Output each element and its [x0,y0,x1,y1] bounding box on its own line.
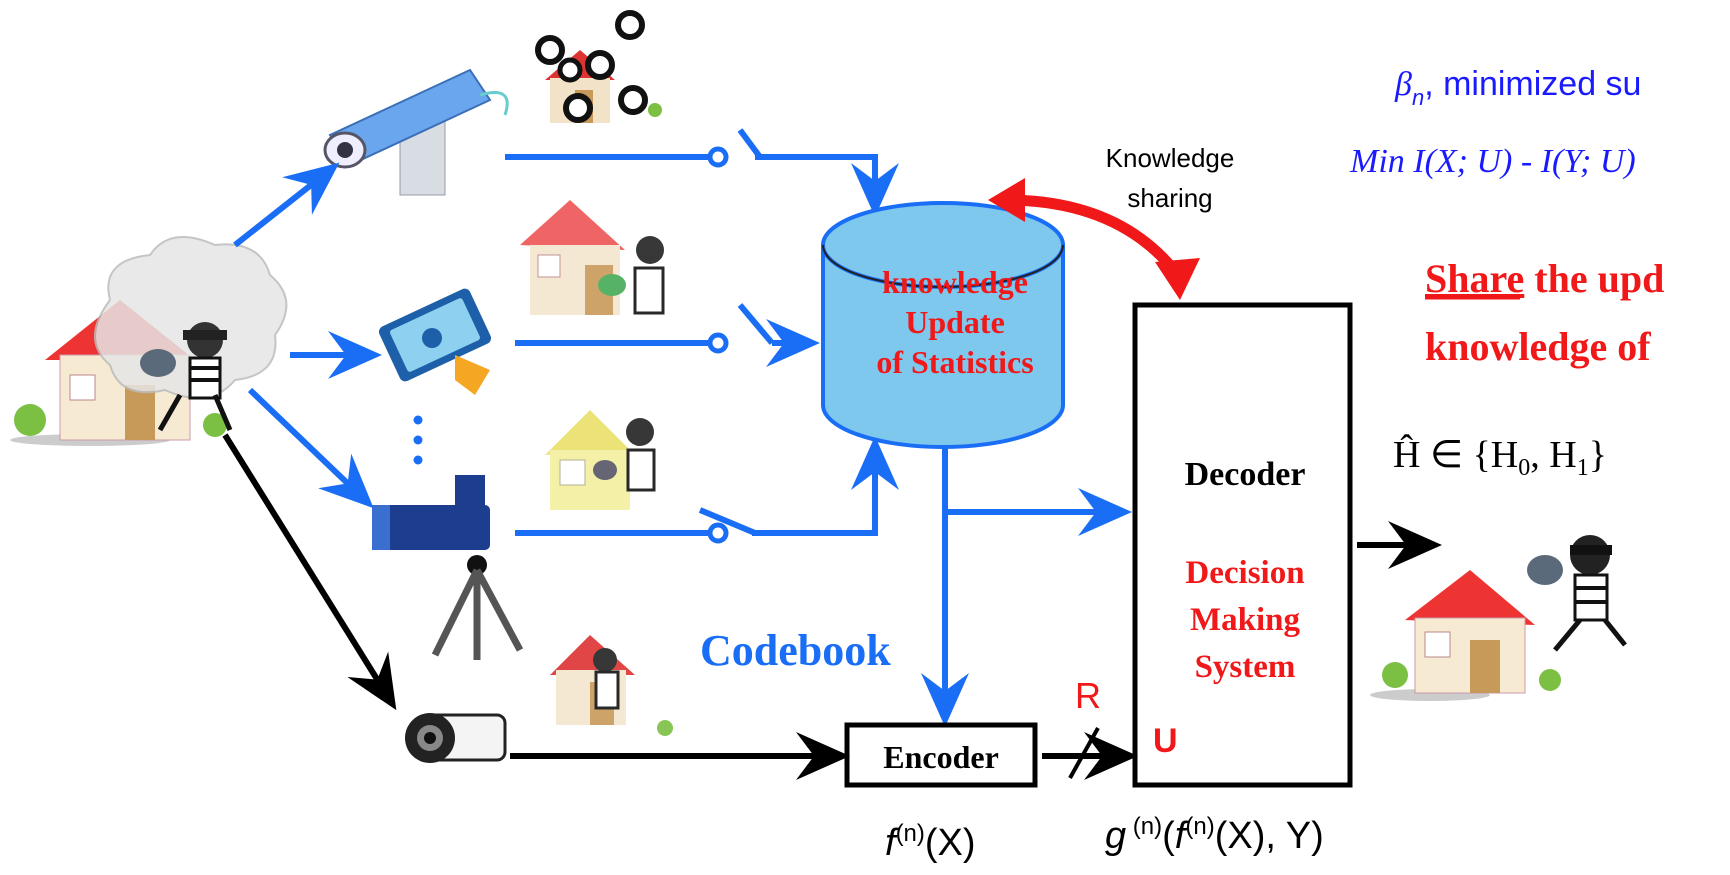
bullet-camera-icon [405,713,507,763]
scene-4-illustration [550,635,673,736]
decoder-box [1132,302,1353,788]
scene-2-illustration [520,200,665,315]
database-line-2: Update [905,304,1005,340]
beta-symbol: β [1394,66,1412,103]
hypothesis-decision: Ĥ ∈ {H0, H1} [1393,434,1607,481]
hypothesis-close: } [1589,434,1607,476]
tablet-camera-icon [378,288,492,395]
decoder-fn-g: g [1105,815,1126,857]
rate-label: R [1075,675,1101,716]
database-line-1: knowledge [882,264,1028,300]
cctv-camera-icon [323,68,509,196]
decoder-line-1: Decision [1185,555,1304,591]
scene-1-illustration [535,10,662,123]
more-sensors-dots [413,415,423,465]
encoder-fn-arg: (X) [925,822,976,864]
encoder-fn-sup: (n) [896,820,925,847]
decoder-fn-open: ( [1162,815,1175,857]
knowledge-sharing-arrow [988,178,1200,300]
scene-3-illustration [545,410,656,510]
tripod-camera-icon [372,475,524,660]
decoder-u-label: U [1153,722,1178,760]
rate-slash [1068,727,1100,779]
beta-rest: , minimized su [1424,65,1641,103]
h0-subscript: 0 [1518,455,1530,481]
decoder-title: Decoder [1185,456,1306,493]
share-word: Share [1425,256,1524,301]
codebook-label: Codebook [700,626,891,675]
switch-line-2 [515,303,820,367]
arrow-to-tripod [247,387,374,509]
arrow-to-cctv [233,162,340,248]
hypothesis-mid: , H [1530,434,1576,476]
decoder-function: g (n)(f(n)(X), Y) [1105,813,1324,857]
encoder-box [844,722,1038,788]
decoder-fn-arg: (X), Y) [1215,815,1324,857]
hypothesis-text: Ĥ ∈ {H [1393,434,1518,476]
knowledge-sharing-line-1: Knowledge [1106,143,1235,173]
beta-subscript: n [1412,85,1424,110]
decoder-fn-sup2: (n) [1185,813,1214,840]
encoder-fn-f: f [885,822,899,864]
share-line-2: knowledge of [1425,324,1651,369]
knowledge-database [821,201,1065,449]
database-line-3: of Statistics [876,344,1033,380]
switch-contact-1 [707,146,729,168]
decoder-line-2: Making [1190,602,1301,638]
output-scene-illustration [1370,535,1627,701]
switch-line-1 [505,128,899,217]
switch-contact-3 [707,522,729,544]
encoder-label: Encoder [883,739,999,775]
source-scene-illustration [10,236,288,446]
knowledge-sharing-line-2: sharing [1127,183,1212,213]
mutual-info-formula: Min I(X; U) - I(Y; U) [1349,143,1636,180]
arrow-to-bullet-camera [222,433,397,711]
encoder-function: f(n)(X) [885,820,976,864]
decoder-line-3: System [1195,649,1296,685]
switch-line-3 [515,436,899,536]
decoder-fn-sup1: (n) [1126,813,1162,840]
share-rest: the upd [1524,256,1664,301]
beta-minimized-text: βn, minimized su [1394,65,1641,110]
share-update-text: Share the upd [1425,256,1664,301]
decoder-fn-f: f [1175,815,1189,857]
switch-contact-2 [707,332,729,354]
h1-subscript: 1 [1577,455,1589,481]
